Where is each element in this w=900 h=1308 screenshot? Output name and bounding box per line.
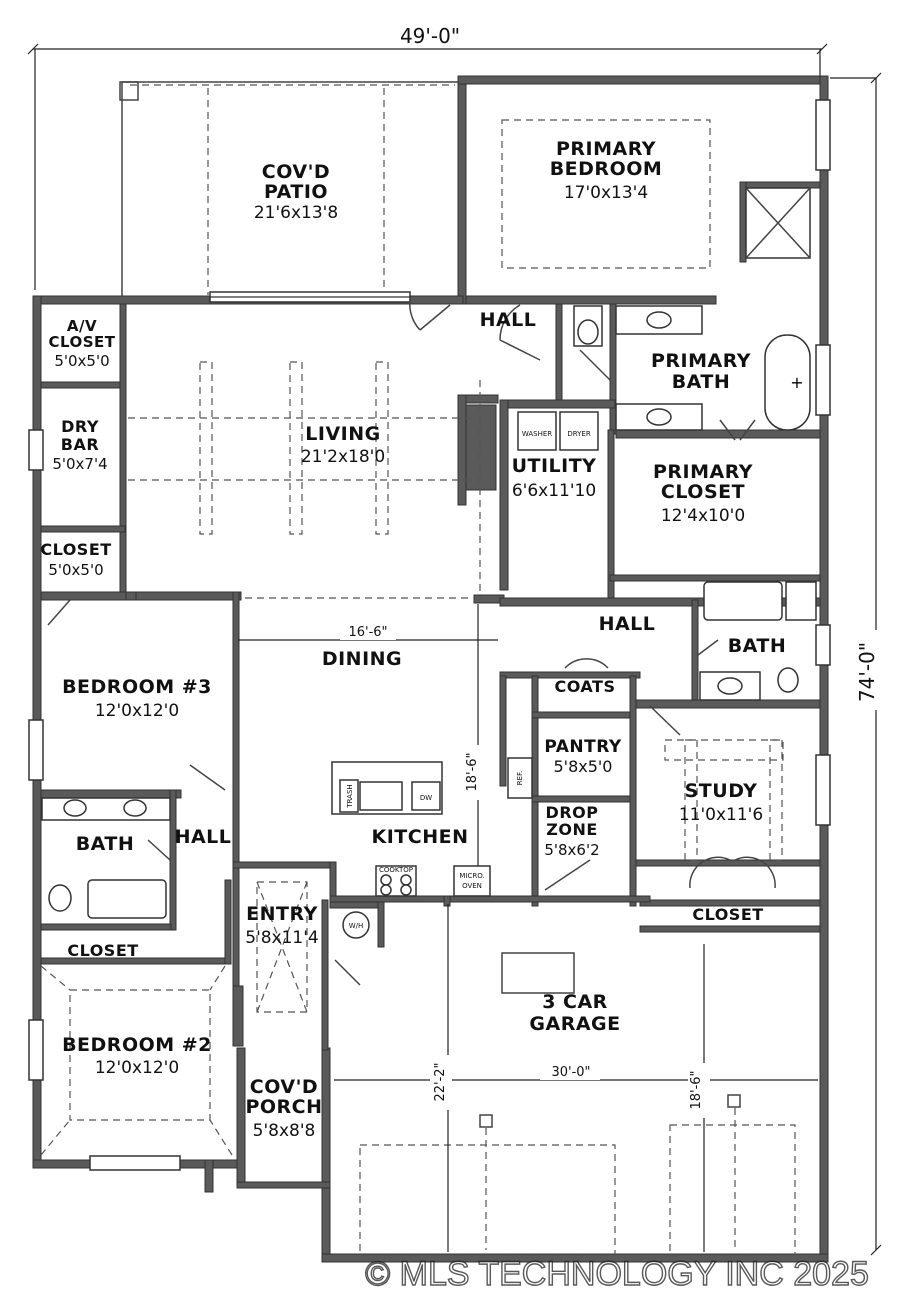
pantry-size: 5'8x5'0 [554, 757, 613, 776]
dw-label: DW [420, 794, 432, 802]
utility-size: 6'6x11'10 [512, 481, 596, 501]
overall-depth-label: 74'-0" [855, 642, 879, 702]
bedroom3-size: 12'0x12'0 [95, 701, 179, 721]
closet-right-name: CLOSET [692, 905, 763, 924]
entry-size: 5'8x11'4 [245, 928, 319, 948]
covd-porch-size: 5'8x8'8 [253, 1121, 316, 1141]
kitchen-depth-label: 18'-6" [465, 752, 480, 791]
hall-left-name: HALL [175, 826, 232, 848]
ceiling-features [40, 119, 796, 1256]
primary-bedroom-name-1: PRIMARY [556, 138, 656, 160]
closet-bottom-name: CLOSET [67, 941, 138, 960]
micro-label-2: OVEN [462, 882, 482, 890]
entry-name: ENTRY [246, 903, 318, 925]
closet-left-size: 5'0x5'0 [48, 561, 103, 579]
living-name: LIVING [305, 423, 380, 445]
bath-left-name: BATH [76, 833, 135, 855]
bath-right-name: BATH [728, 635, 787, 657]
av-closet-size: 5'0x5'0 [54, 352, 109, 370]
primary-bath-name-1: PRIMARY [651, 350, 751, 372]
dry-bar-size: 5'0x7'4 [52, 455, 107, 473]
primary-closet-size: 12'4x10'0 [661, 506, 745, 526]
cooktop-label: COOKTOP [379, 866, 413, 874]
closet-left-name: CLOSET [40, 540, 111, 559]
fixtures: + WASHER DRYER TRASH DW REF. [41, 187, 817, 939]
study-name: STUDY [685, 780, 758, 802]
door-swings [47, 299, 776, 986]
ref-label: REF. [516, 771, 524, 785]
garage-depth-left-label: 22'-2" [433, 1062, 448, 1101]
svg-text:+: + [790, 373, 803, 392]
bedroom2-size: 12'0x12'0 [95, 1058, 179, 1078]
drop-zone-name-2: ZONE [546, 820, 598, 839]
utility-name: UTILITY [512, 455, 597, 477]
wh-label: W/H [349, 922, 364, 930]
micro-label-1: MICRO. [459, 872, 484, 880]
covd-patio-size: 21'6x13'8 [254, 203, 338, 223]
room-labels: COV'D PATIO 21'6x13'8 PRIMARY BEDROOM 17… [40, 138, 787, 1141]
bedroom3-name: BEDROOM #3 [62, 676, 212, 698]
av-closet-name-1: A/V [67, 317, 97, 335]
primary-bedroom-size: 17'0x13'4 [564, 183, 648, 203]
garage-width-label: 30'-0" [551, 1065, 590, 1080]
study-size: 11'0x11'6 [679, 805, 763, 825]
windows [28, 99, 831, 1171]
trash-label: TRASH [346, 784, 354, 808]
interior-walls [40, 181, 821, 1051]
primary-closet-name-1: PRIMARY [653, 461, 753, 483]
drop-zone-size: 5'8x6'2 [544, 841, 599, 859]
kitchen-name: KITCHEN [372, 826, 469, 848]
av-closet-name-2: CLOSET [48, 333, 115, 351]
overall-depth-dimension: 74'-0" [830, 72, 882, 1256]
hall-top-name: HALL [480, 309, 537, 331]
interior-dimensions: 16'-6" 18'-6" 30'-0" 22'-2" 18'-6" [238, 604, 818, 1252]
dry-bar-name-1: DRY [61, 417, 99, 436]
overall-width-dimension: 49'-0" [27, 24, 828, 290]
covd-porch-name-1: COV'D [250, 1076, 318, 1098]
covered-patio [119, 81, 460, 300]
washer-label: WASHER [522, 430, 552, 438]
covd-porch-name-2: PORCH [245, 1096, 322, 1118]
primary-bedroom-name-2: BEDROOM [550, 158, 663, 180]
dryer-label: DRYER [567, 430, 591, 438]
drop-zone-name-1: DROP [546, 803, 599, 822]
overall-width-label: 49'-0" [400, 24, 460, 48]
garage-name-1: 3 CAR [542, 991, 608, 1013]
primary-bath-name-2: BATH [672, 371, 731, 393]
hall-mid-name: HALL [599, 613, 656, 635]
pantry-name: PANTRY [544, 737, 622, 757]
covd-patio-name-1: COV'D [262, 161, 330, 183]
bedroom2-name: BEDROOM #2 [62, 1034, 212, 1056]
dining-width-label: 16'-6" [348, 625, 387, 640]
watermark: © MLS TECHNOLOGY INC 2025 [365, 1255, 869, 1293]
garage-depth-right-label: 18'-6" [689, 1070, 704, 1109]
covd-patio-name-2: PATIO [264, 181, 328, 203]
dining-name: DINING [322, 648, 402, 670]
garage-name-2: GARAGE [529, 1013, 620, 1035]
living-size: 21'2x18'0 [301, 447, 385, 467]
coats-name: COATS [555, 677, 616, 696]
primary-closet-name-2: CLOSET [661, 481, 745, 503]
dry-bar-name-2: BAR [61, 435, 99, 454]
